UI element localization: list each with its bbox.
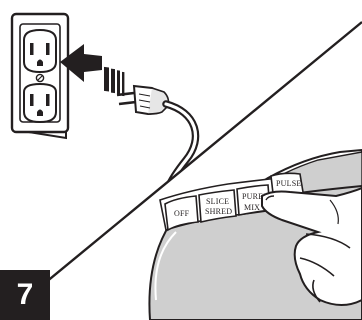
slice-shred-line2: SHRED [205,207,232,216]
insert-arrow-icon [60,44,124,96]
slice-shred-line1: SLICE [206,197,229,206]
puree-mix-line2: MIX [244,203,260,212]
pulse-button-label: PULSE [276,179,301,188]
slice-shred-button[interactable]: SLICE SHRED [199,190,236,222]
outlet-socket-bottom [24,84,56,122]
power-plug [117,86,169,114]
step-number-badge: 7 [0,270,50,320]
step-number: 7 [17,278,34,312]
outlet-socket-top [24,30,56,72]
off-button-label: OFF [174,209,190,218]
